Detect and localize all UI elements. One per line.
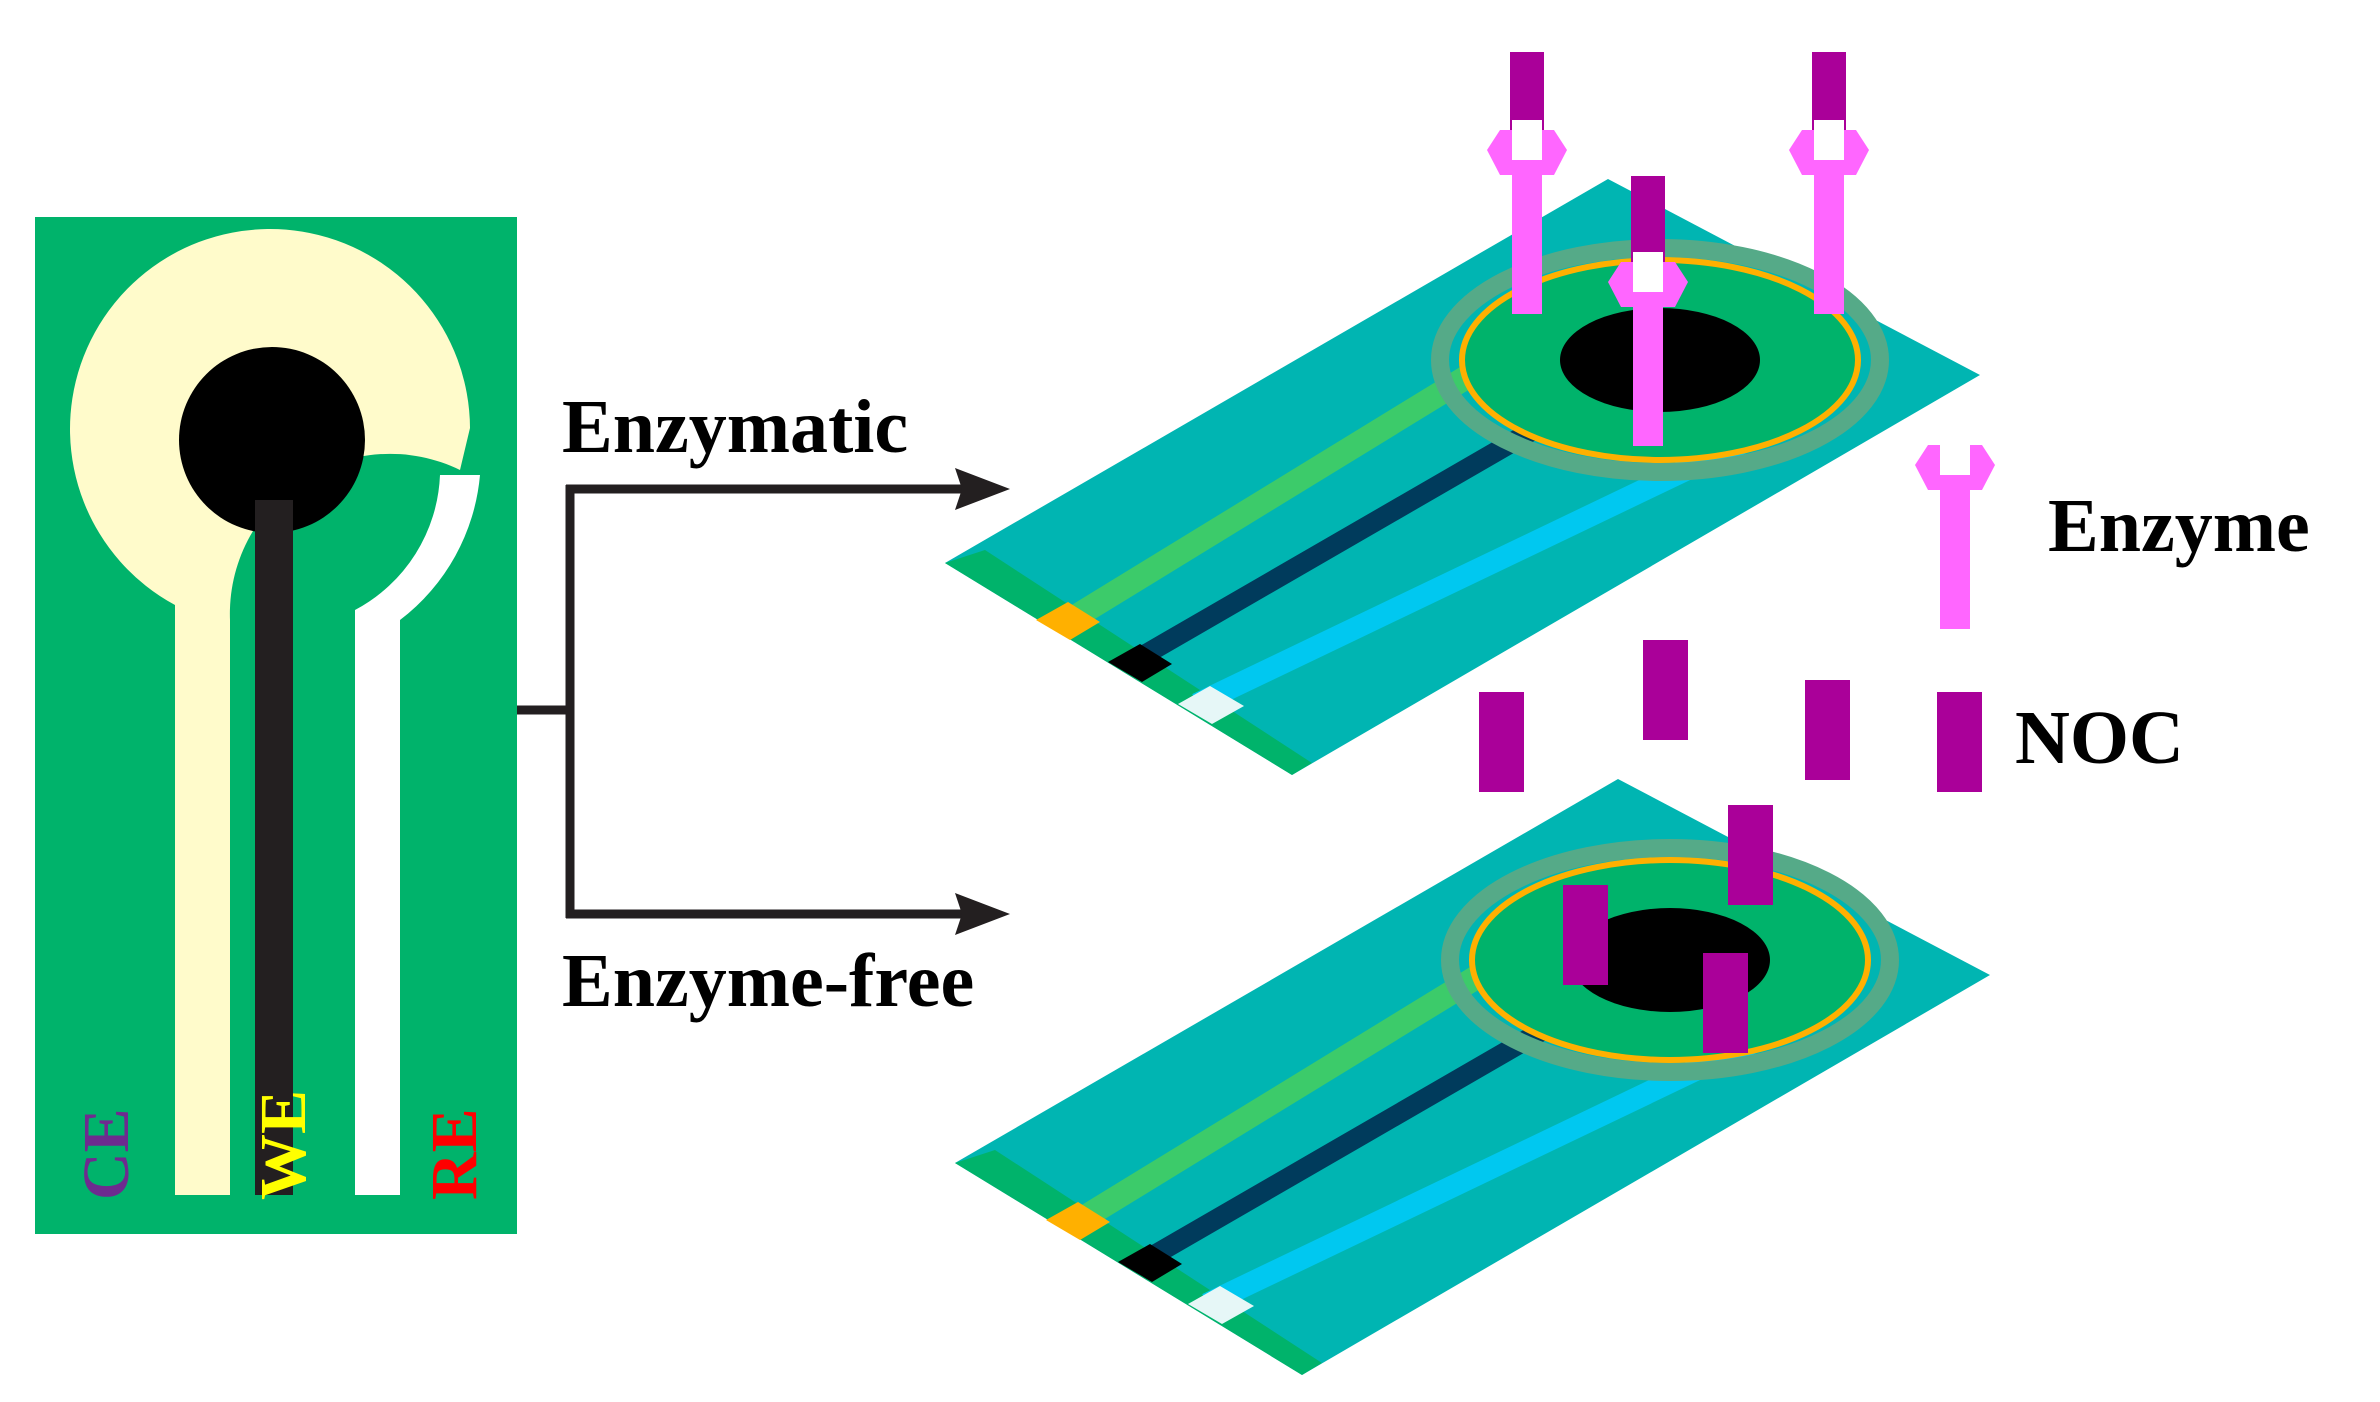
label-ce: CE [70, 1108, 143, 1200]
planar-electrode [35, 217, 517, 1234]
label-enzymatic: Enzymatic [562, 385, 908, 469]
arrow-head-enzymatic [955, 468, 1010, 510]
label-enzyme-free: Enzyme-free [562, 939, 974, 1023]
label-re: RE [418, 1108, 491, 1200]
legend-enzyme-symbol [1915, 435, 1995, 629]
label-we: WE [247, 1090, 320, 1200]
enzyme-free-sensor-chip [955, 779, 1990, 1375]
arrow-head-enzyme-free [955, 893, 1010, 935]
enzyme-free-noc [1563, 805, 1773, 1053]
legend-enzyme-label: Enzyme [2048, 484, 2310, 568]
branch-arrows [517, 484, 975, 919]
enzymatic-enzymes [1487, 52, 1869, 446]
free-noc [1479, 640, 1982, 792]
legend-noc-label: NOC [2015, 696, 2184, 780]
